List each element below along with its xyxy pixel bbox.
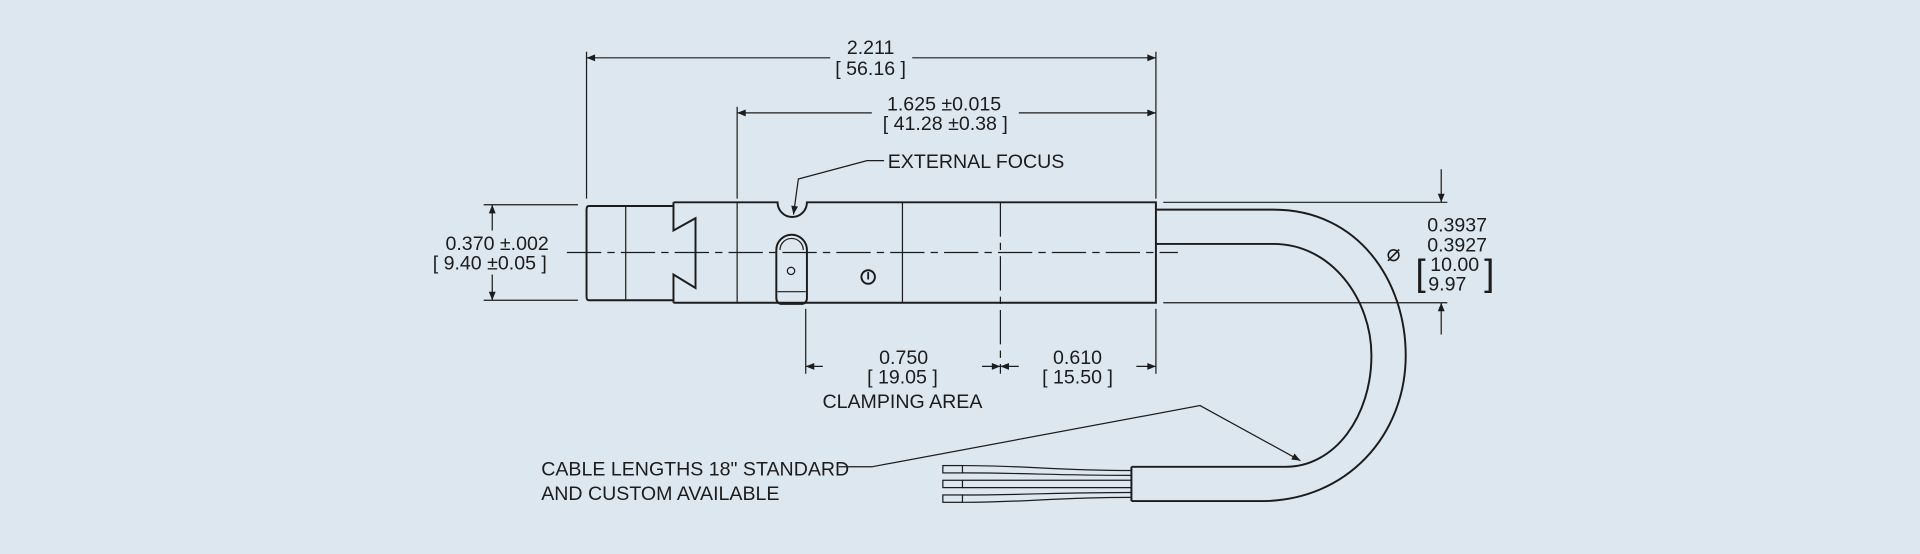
- clamping-mm: [ 19.05 ]: [867, 367, 938, 389]
- body-diameter-dimension: ⌀ 0.3937 0.3927 [ 10.00 9.97 ]: [1163, 169, 1494, 335]
- body-diameter-mm-min: 9.97: [1428, 273, 1466, 295]
- diameter-symbol: ⌀: [1386, 240, 1400, 266]
- wire-leads: [942, 464, 1132, 503]
- end-section-mm: [ 15.50 ]: [1042, 367, 1113, 389]
- cable-note-line1: CABLE LENGTHS 18" STANDARD: [541, 458, 849, 480]
- body-diameter-bracket-close: ]: [1484, 253, 1494, 294]
- body-diameter-inch-min: 0.3927: [1427, 234, 1487, 256]
- overall-length-mm: [ 56.16 ]: [835, 58, 906, 80]
- cap-diameter-dimension: 0.370 ±.002 [ 9.40 ±0.05 ]: [433, 204, 578, 301]
- slot-hole: [786, 266, 796, 276]
- body-diameter-inch-max: 0.3937: [1427, 215, 1487, 237]
- focus-screw-icon: [860, 269, 876, 285]
- external-focus-callout: EXTERNAL FOCUS: [791, 151, 1065, 215]
- external-focus-label: EXTERNAL FOCUS: [888, 151, 1065, 173]
- cable-note-line2: AND CUSTOM AVAILABLE: [541, 483, 779, 505]
- clamping-inch: 0.750: [879, 347, 928, 369]
- body-length-dimension: 1.625 ±0.015 [ 41.28 ±0.38 ]: [736, 93, 1156, 199]
- end-section-inch: 0.610: [1053, 347, 1102, 369]
- overall-length-inch: 2.211: [847, 37, 895, 59]
- body-diameter-mm-max: 10.00: [1430, 254, 1479, 276]
- body-diameter-bracket-open: [: [1416, 253, 1426, 294]
- clamping-area-dimension: 0.750 [ 19.05 ] CLAMPING AREA 0.610 [ 15…: [805, 308, 1157, 413]
- cable: [942, 208, 1407, 503]
- sensor-body: [566, 201, 1178, 374]
- body-length-inch: 1.625 ±0.015: [887, 93, 1001, 115]
- body-length-mm: [ 41.28 ±0.38 ]: [883, 113, 1008, 135]
- focus-slot: [775, 233, 808, 305]
- clamping-area-label: CLAMPING AREA: [822, 391, 983, 413]
- cap-diameter-mm: [ 9.40 ±0.05 ]: [433, 253, 547, 275]
- cable-length-note: CABLE LENGTHS 18" STANDARD AND CUSTOM AV…: [541, 404, 1301, 505]
- cap-diameter-inch: 0.370 ±.002: [445, 233, 548, 255]
- overall-length-dimension: 2.211 [ 56.16 ]: [585, 37, 1157, 199]
